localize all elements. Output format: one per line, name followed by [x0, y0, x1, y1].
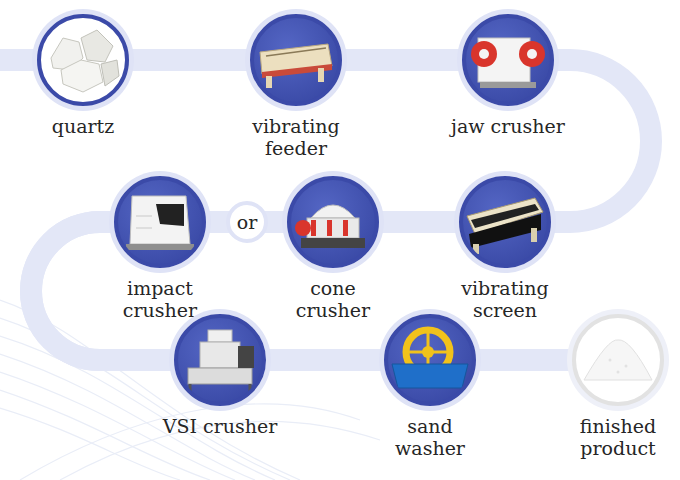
process-node: impact crusher — [102, 176, 218, 321]
icon-line — [136, 216, 152, 217]
icon-rect — [473, 244, 479, 254]
icon-circle — [617, 371, 620, 374]
icon-rect — [307, 218, 359, 238]
machine-circle — [462, 14, 554, 106]
machine-icon — [291, 180, 375, 264]
step-label: cone crusher — [275, 277, 391, 321]
step-label: sand washer — [372, 415, 488, 459]
flow-band — [551, 60, 651, 222]
machine-circle — [37, 14, 129, 106]
step-label: vibrating screen — [447, 277, 563, 321]
process-node: jaw crusher — [450, 14, 566, 137]
icon-rect — [327, 220, 332, 236]
icon-rect — [188, 368, 252, 384]
process-node: VSI crusher — [162, 314, 278, 437]
process-node: cone crusher — [275, 176, 391, 321]
machine-circle — [459, 176, 551, 268]
machine-icon — [41, 18, 125, 102]
icon-circle — [527, 49, 537, 59]
icon-rect — [200, 342, 240, 368]
machine-circle — [572, 314, 664, 406]
flow-band — [266, 349, 384, 371]
wave-line — [20, 404, 360, 480]
icon-rect — [126, 244, 194, 250]
icon-circle — [479, 49, 489, 59]
icon-path — [311, 205, 355, 218]
machine-circle — [384, 314, 476, 406]
process-node: vibrating screen — [447, 176, 563, 321]
icon-line — [189, 384, 192, 392]
icon-rect — [301, 238, 365, 248]
icon-polygon — [81, 30, 113, 62]
machine-icon — [466, 18, 550, 102]
icon-polygon — [130, 196, 190, 244]
step-label: VSI crusher — [162, 415, 278, 437]
icon-line — [266, 48, 326, 56]
machine-icon — [576, 318, 660, 402]
step-label: jaw crusher — [450, 115, 566, 137]
icon-polygon — [156, 204, 184, 226]
icon-rect — [208, 330, 232, 342]
step-label: vibrating feeder — [238, 115, 354, 159]
icon-path — [584, 340, 652, 380]
icon-line — [249, 384, 252, 392]
icon-rect — [238, 346, 254, 368]
machine-circle — [174, 314, 266, 406]
icon-line — [406, 351, 450, 354]
icon-polygon — [101, 60, 119, 86]
machine-icon — [118, 180, 202, 264]
flow-band-start — [0, 49, 40, 71]
machine-circle — [250, 14, 342, 106]
flow-band — [342, 49, 462, 71]
icon-rect — [343, 220, 348, 236]
machine-circle — [114, 176, 206, 268]
machine-icon — [178, 318, 262, 402]
icon-circle — [519, 41, 545, 67]
machine-icon — [463, 180, 547, 264]
machine-circle — [287, 176, 379, 268]
step-label: finished product — [560, 415, 676, 459]
process-node: sand washer — [372, 314, 488, 459]
flow-band — [476, 349, 572, 371]
icon-circle — [471, 41, 497, 67]
icon-polygon — [469, 214, 541, 248]
icon-rect — [311, 220, 316, 236]
flow-band — [129, 49, 250, 71]
step-label: quartz — [25, 115, 141, 137]
process-node: vibrating feeder — [238, 14, 354, 159]
process-node: quartz — [25, 14, 141, 137]
icon-polygon — [392, 364, 468, 388]
icon-circle — [295, 220, 311, 236]
machine-icon — [254, 18, 338, 102]
wave-lines — [0, 300, 380, 480]
icon-rect — [266, 76, 272, 88]
or-label: or — [237, 211, 258, 233]
icon-rect — [480, 82, 536, 88]
icon-rect — [531, 228, 537, 242]
icon-line — [136, 228, 152, 229]
or-badge: or — [226, 201, 268, 243]
icon-circle — [625, 365, 628, 368]
process-node: finished product — [560, 314, 676, 459]
icon-circle — [609, 359, 612, 362]
step-label: impact crusher — [102, 277, 218, 321]
icon-rect — [318, 68, 324, 82]
icon-polygon — [61, 60, 103, 92]
machine-icon — [388, 318, 472, 402]
